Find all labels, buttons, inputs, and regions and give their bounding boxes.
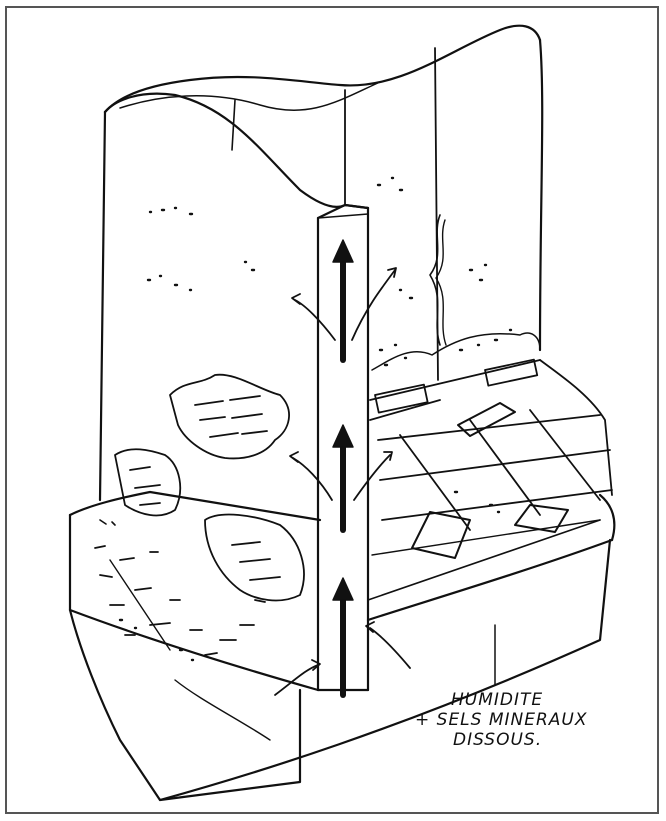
ground-block bbox=[68, 490, 616, 802]
figure-frame bbox=[5, 6, 659, 814]
evaporation-arrows bbox=[274, 267, 496, 696]
exposed-brick-patches bbox=[114, 373, 305, 602]
wall-front-face bbox=[98, 92, 370, 692]
label-line-dissous: DISSOUS. bbox=[453, 730, 543, 750]
floor-tiles bbox=[369, 358, 613, 556]
label-line-humidite: HUMIDITE bbox=[451, 690, 544, 710]
loose-tiles bbox=[411, 402, 569, 559]
diagram-label: HUMIDITE + SELS MINERAUX DISSOUS. bbox=[415, 690, 635, 750]
damp-stipple bbox=[118, 176, 513, 662]
wall-back-face bbox=[103, 24, 544, 381]
label-line-sels-mineraux: + SELS MINERAUX bbox=[415, 710, 588, 730]
rising-moisture-arrows bbox=[332, 239, 354, 698]
